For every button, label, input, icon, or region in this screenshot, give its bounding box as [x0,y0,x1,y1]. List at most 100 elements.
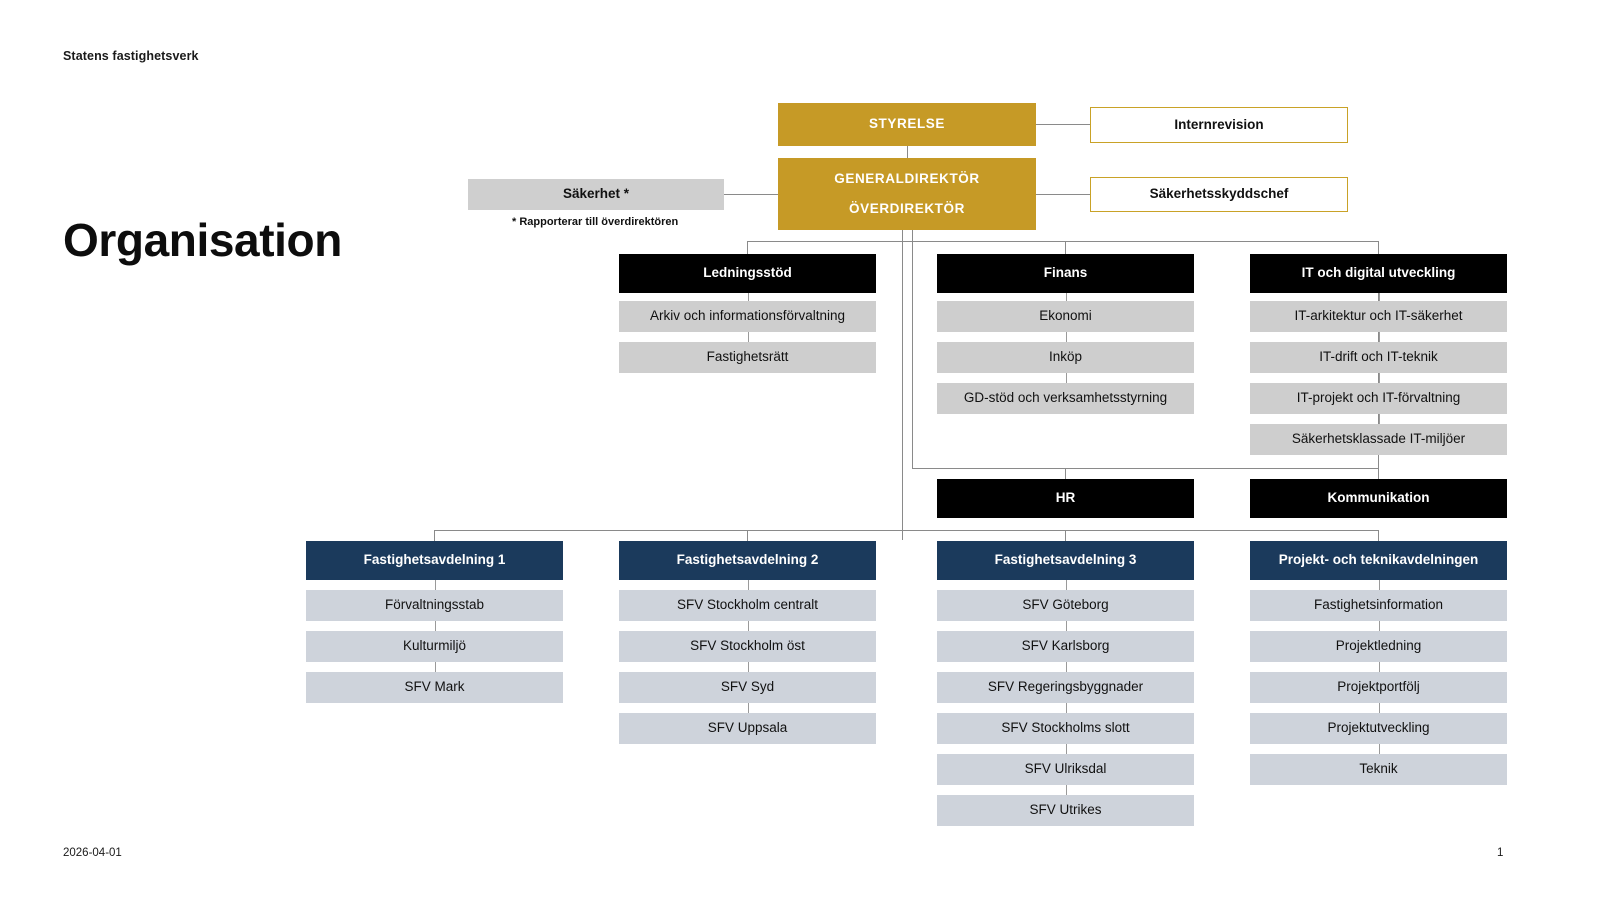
box-generaldirektor[interactable]: GENERALDIREKTÖR ÖVERDIREKTÖR [778,158,1036,230]
box-internrevision-label: Internrevision [1174,116,1264,132]
staff-item-1-2-label: Fastighetsrätt [706,349,789,365]
connector-stub [1065,580,1067,590]
connector-drop-div3 [1065,530,1066,541]
connector-stub [1378,662,1380,672]
division-item-3-3[interactable]: SFV Regeringsbyggnader [937,672,1194,703]
division-item-4-3[interactable]: Projektportfölj [1250,672,1507,703]
division-header-1-label: Fastighetsavdelning 1 [363,552,506,568]
connector-stub [1065,703,1067,713]
connector-drop-div2 [747,530,748,541]
staff-item-2-2[interactable]: Inköp [937,342,1194,373]
division-item-4-2-label: Projektledning [1335,638,1422,654]
division-item-3-2[interactable]: SFV Karlsborg [937,631,1194,662]
staff-item-2-2-label: Inköp [1048,349,1083,365]
connector-stub [1065,662,1067,672]
division-item-4-5[interactable]: Teknik [1250,754,1507,785]
staff-item-3-2[interactable]: IT-drift och IT-teknik [1250,342,1507,373]
connector-stub [747,291,749,301]
connector-drop-ledningsstod [747,241,748,254]
connector-stub [1378,414,1380,424]
box-sakerhet[interactable]: Säkerhet * [468,179,724,210]
staff-header-2-label: Finans [1043,265,1088,281]
connector-stub [747,703,749,713]
staff-item-3-1[interactable]: IT-arkitektur och IT-säkerhet [1250,301,1507,332]
staff-header-1[interactable]: Ledningsstöd [619,254,876,293]
box-generaldirektor-label: GENERALDIREKTÖR [834,170,980,186]
division-item-3-4[interactable]: SFV Stockholms slott [937,713,1194,744]
staff-header-1-label: Ledningsstöd [703,265,792,281]
connector-stub [1378,332,1380,342]
division-item-2-4[interactable]: SFV Uppsala [619,713,876,744]
division-item-4-4-label: Projektutveckling [1327,720,1430,736]
staff2-header-1[interactable]: HR [937,479,1194,518]
division-item-1-1-label: Förvaltningsstab [384,597,485,613]
staff-item-3-1-label: IT-arkitektur och IT-säkerhet [1294,308,1463,324]
division-item-1-3[interactable]: SFV Mark [306,672,563,703]
connector-stub [434,621,436,631]
division-header-4[interactable]: Projekt- och teknikavdelningen [1250,541,1507,580]
staff2-header-2[interactable]: Kommunikation [1250,479,1507,518]
division-header-1[interactable]: Fastighetsavdelning 1 [306,541,563,580]
staff-item-2-3-label: GD-stöd och verksamhetsstyrning [963,390,1168,406]
division-item-1-2[interactable]: Kulturmiljö [306,631,563,662]
connector-stub [1378,373,1380,383]
connector-drop-div4 [1378,530,1379,541]
connector-stub [434,662,436,672]
box-styrelse[interactable]: STYRELSE [778,103,1036,146]
connector-gd-sakerhetsskyddschef [1036,194,1090,195]
staff-header-3[interactable]: IT och digital utveckling [1250,254,1507,293]
connector-stub [747,621,749,631]
box-sakerhetsskyddschef[interactable]: Säkerhetsskyddschef [1090,177,1348,212]
division-item-3-1[interactable]: SFV Göteborg [937,590,1194,621]
division-item-2-1-label: SFV Stockholm centralt [676,597,819,613]
brand-label: Statens fastighetsverk [63,49,199,63]
division-item-4-2[interactable]: Projektledning [1250,631,1507,662]
division-header-2-label: Fastighetsavdelning 2 [676,552,819,568]
division-header-3[interactable]: Fastighetsavdelning 3 [937,541,1194,580]
staff-header-2[interactable]: Finans [937,254,1194,293]
staff-item-3-3[interactable]: IT-projekt och IT-förvaltning [1250,383,1507,414]
division-item-3-2-label: SFV Karlsborg [1021,638,1110,654]
sakerhet-footnote: * Rapporterar till överdirektören [512,216,679,228]
staff-item-1-1-label: Arkiv och informationsförvaltning [649,308,846,324]
division-item-4-1-label: Fastighetsinformation [1313,597,1444,613]
division-header-2[interactable]: Fastighetsavdelning 2 [619,541,876,580]
staff-item-2-1[interactable]: Ekonomi [937,301,1194,332]
division-item-3-3-label: SFV Regeringsbyggnader [987,679,1144,695]
connector-stub [1378,580,1380,590]
connector-stub [1378,291,1380,301]
connector-stub [1378,703,1380,713]
connector-stub [1378,744,1380,754]
footer-page-number: 1 [1497,847,1504,859]
connector-stub [434,580,436,590]
box-overdirektor-label: ÖVERDIREKTÖR [849,201,965,216]
connector-stub [1065,332,1067,342]
connector-gd-spine-a [902,230,903,540]
staff-item-3-4[interactable]: Säkerhetsklassade IT-miljöer [1250,424,1507,455]
division-item-4-1[interactable]: Fastighetsinformation [1250,590,1507,621]
division-item-4-3-label: Projektportfölj [1337,679,1420,695]
connector-stub [1065,291,1067,301]
division-item-4-5-label: Teknik [1359,761,1398,777]
division-item-2-2[interactable]: SFV Stockholm öst [619,631,876,662]
connector-stub [1378,621,1380,631]
box-internrevision[interactable]: Internrevision [1090,107,1348,143]
division-item-1-2-label: Kulturmiljö [402,638,467,654]
box-styrelse-label: STYRELSE [868,116,946,132]
division-item-3-6[interactable]: SFV Utrikes [937,795,1194,826]
staff-item-3-2-label: IT-drift och IT-teknik [1319,349,1438,365]
division-item-2-1[interactable]: SFV Stockholm centralt [619,590,876,621]
staff-item-2-3[interactable]: GD-stöd och verksamhetsstyrning [937,383,1194,414]
division-item-2-3[interactable]: SFV Syd [619,672,876,703]
division-item-4-4[interactable]: Projektutveckling [1250,713,1507,744]
division-header-3-label: Fastighetsavdelning 3 [994,552,1137,568]
division-item-2-3-label: SFV Syd [720,679,775,695]
division-item-3-5[interactable]: SFV Ulriksdal [937,754,1194,785]
staff-item-1-2[interactable]: Fastighetsrätt [619,342,876,373]
staff-item-1-1[interactable]: Arkiv och informationsförvaltning [619,301,876,332]
connector-stub [1065,785,1067,795]
division-item-1-1[interactable]: Förvaltningsstab [306,590,563,621]
connector-drop-kommunikation [1378,468,1379,479]
connector-gd-spine-b [912,230,913,468]
